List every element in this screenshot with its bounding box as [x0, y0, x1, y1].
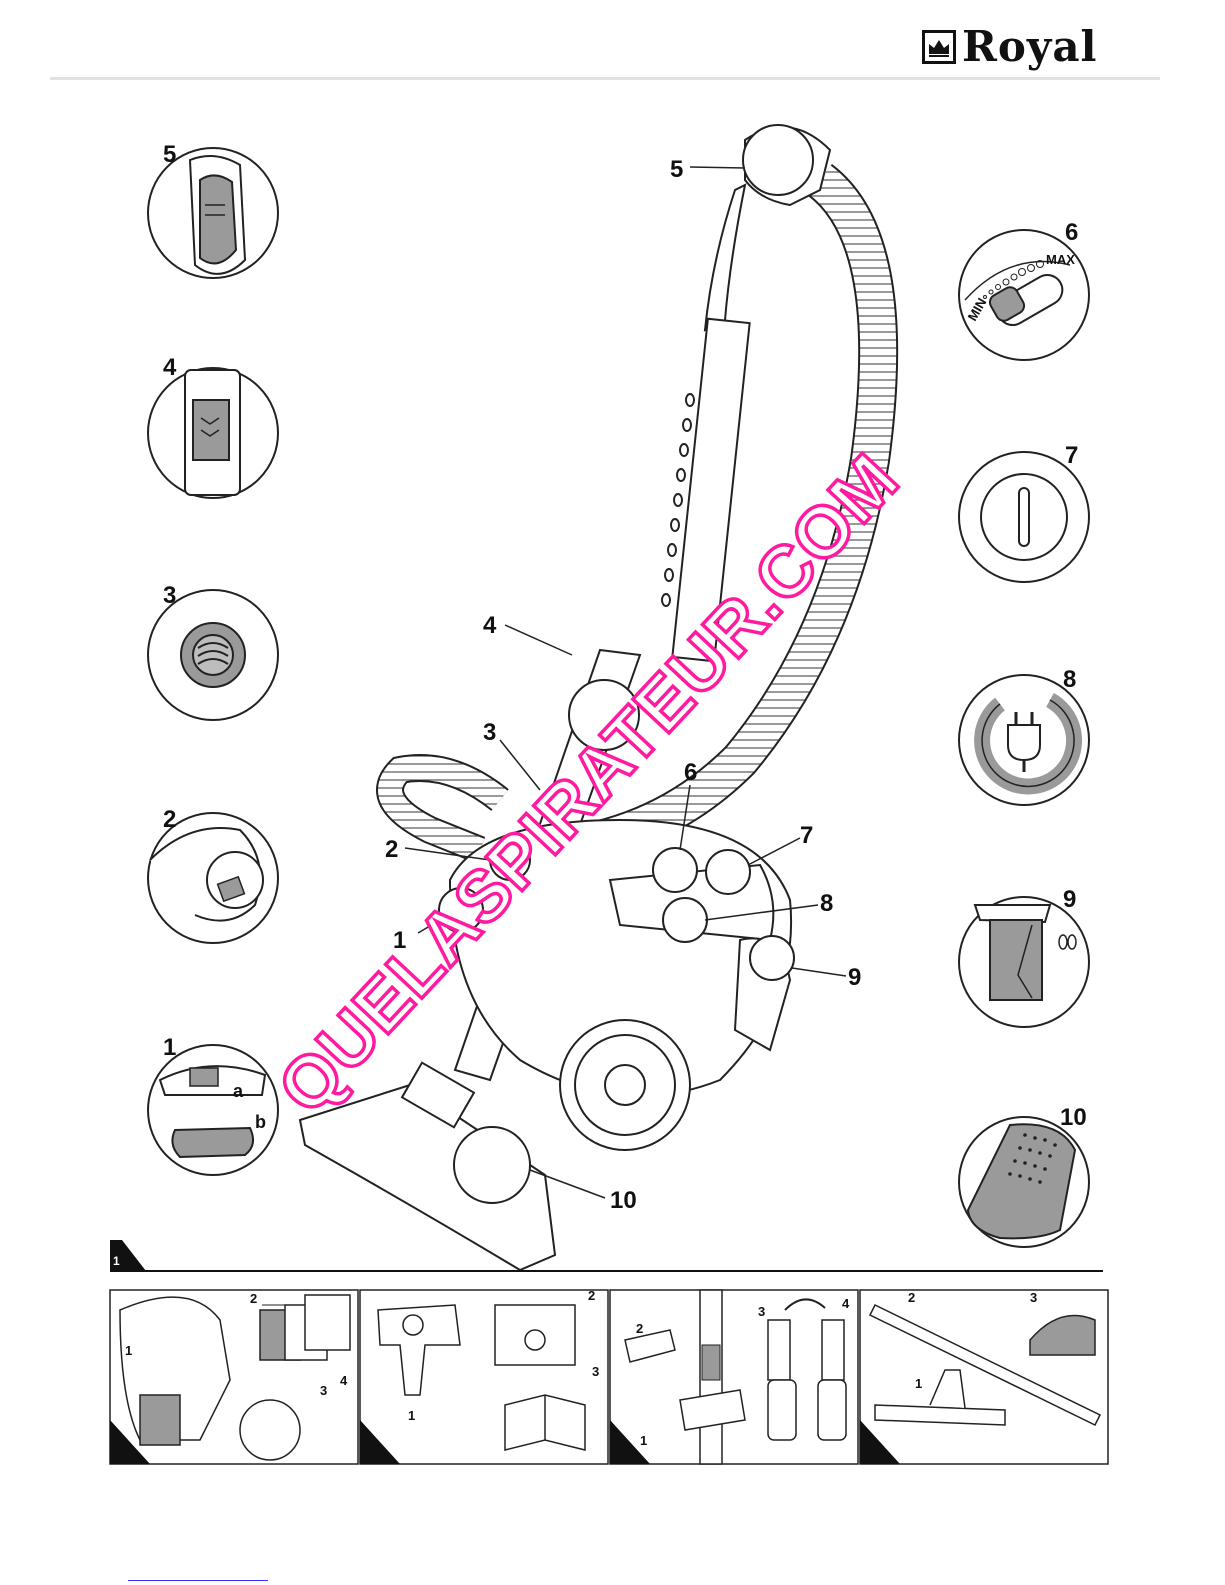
panel-3-label-4: 4 [842, 1296, 850, 1311]
vacuum-illustration [300, 125, 878, 1270]
panel-2-label-1: 1 [408, 1408, 415, 1423]
panel-1-label-3: 3 [320, 1383, 327, 1398]
footer-link-underline [128, 1580, 268, 1581]
gauge-max-label: MAX [1046, 252, 1075, 267]
callout-main-5: 5 [670, 156, 683, 183]
panel-4-label-2: 2 [908, 1290, 915, 1305]
section-number: 1 [113, 1254, 120, 1268]
callout-left-5: 5 [163, 141, 176, 168]
detail-9-bag-indicator [959, 897, 1089, 1027]
panel-3: 1 2 3 4 [610, 1290, 858, 1464]
sub-label-a: a [233, 1081, 244, 1101]
section-header: 1 [110, 1240, 1103, 1271]
panel-2-label-3: 3 [592, 1364, 599, 1379]
panel-4: 2 3 1 [860, 1290, 1108, 1464]
callout-main-6: 6 [684, 759, 697, 786]
panel-3-label-1: 1 [640, 1433, 647, 1448]
callout-right-7: 7 [1065, 442, 1078, 469]
callout-right-8: 8 [1063, 666, 1076, 693]
callout-main-10: 10 [610, 1187, 637, 1214]
detail-4-tube-lock [148, 368, 278, 498]
detail-6-power-regulator: MIN MAX [959, 230, 1089, 360]
panel-1-label-4: 4 [340, 1373, 348, 1388]
detail-10-nozzle-pedal [959, 1117, 1089, 1247]
callout-left-1: 1 [163, 1034, 176, 1061]
sub-label-b: b [255, 1112, 266, 1132]
detail-7-power-switch [959, 452, 1089, 582]
callout-main-7: 7 [800, 822, 813, 849]
detail-1-lid [148, 1045, 278, 1175]
callout-right-9: 9 [1063, 886, 1076, 913]
panel-1-label-1: 1 [125, 1343, 132, 1358]
callout-right-6: 6 [1065, 219, 1078, 246]
panel-2-label-2: 2 [588, 1288, 595, 1303]
panel-1-label-2: 2 [250, 1291, 257, 1306]
callout-left-2: 2 [163, 806, 176, 833]
callout-main-3: 3 [483, 719, 496, 746]
callout-main-9: 9 [848, 964, 861, 991]
callout-left-3: 3 [163, 582, 176, 609]
panel-3-label-2: 2 [636, 1321, 643, 1336]
detail-8-cord-rewind [959, 675, 1089, 805]
panel-4-label-1: 1 [915, 1376, 922, 1391]
panel-4-label-3: 3 [1030, 1290, 1037, 1305]
callout-main-8: 8 [820, 890, 833, 917]
callout-main-2: 2 [385, 836, 398, 863]
panel-2: 1 2 3 [360, 1288, 608, 1464]
callout-right-10: 10 [1060, 1104, 1087, 1131]
detail-3-inlet [148, 590, 278, 720]
callout-left-4: 4 [163, 354, 177, 381]
callout-main-4: 4 [483, 612, 497, 639]
panel-1: 1 2 3 4 [110, 1290, 358, 1464]
panel-3-label-3: 3 [758, 1304, 765, 1319]
